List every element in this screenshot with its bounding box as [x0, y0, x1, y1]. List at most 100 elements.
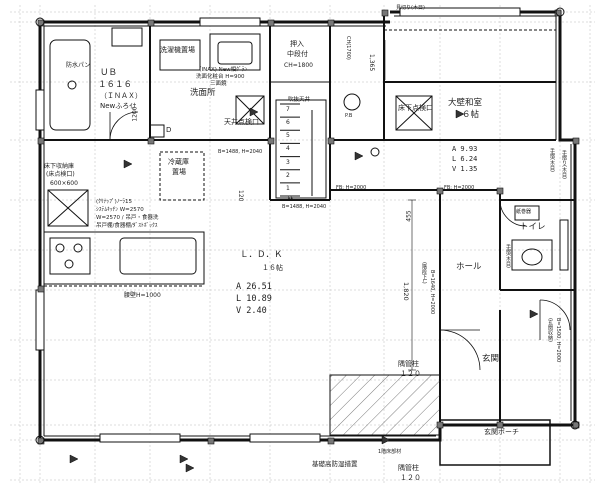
- kitchen-spec1: (ｸﾘﾅｯﾌﾟ)ﾉｰﾗ15: [96, 199, 133, 205]
- dim-1365: 1,365: [368, 54, 375, 72]
- ub-maker-label: 防水パン: [66, 62, 91, 69]
- fridge-space: [159, 151, 205, 201]
- stair-top: 吹抜天井: [288, 97, 311, 103]
- oshiire-line1: 押入: [290, 40, 304, 48]
- ub-size: １６１６: [98, 80, 133, 90]
- stair-dim: B=1488, H=2040: [282, 204, 327, 210]
- kitchen-floor-hatch-sub: (床点検口): [46, 171, 75, 178]
- kitchen-spec2: ｼｽﾃﾑｷｯﾁﾝ W=2570: [96, 207, 144, 213]
- washitsu-floor-hatch: 床下点検口: [398, 104, 433, 112]
- stair-step-number: 2: [286, 171, 290, 179]
- kitchen-spec4: 吊戸棚/食器棚/ﾀﾞｽﾄﾎﾞｯｸｽ: [96, 223, 158, 229]
- electrical-outlet-icon: [455, 109, 465, 119]
- foundation-label: 基礎高防湿措置: [312, 460, 358, 468]
- ub-name: ＵＢ: [100, 68, 118, 78]
- kitchen-counter: [43, 189, 205, 287]
- stair-step-number: 7: [286, 106, 290, 113]
- washitsu-length: L 6.24: [452, 155, 478, 163]
- ldk-size: １６帖: [262, 264, 283, 272]
- toilet-spec: 手摺(木目): [505, 244, 511, 268]
- washroom-fixtures: [149, 33, 261, 138]
- pillar-top: 見切り(木目): [396, 5, 425, 11]
- ldk-name: Ｌ．Ｄ．Ｋ: [240, 250, 283, 260]
- electrical-outlet-icon: [249, 107, 259, 117]
- stair-step-number: 3: [286, 158, 290, 166]
- electrical-outlet-icon: [69, 454, 79, 464]
- dim-ch: CH(1700): [345, 36, 351, 60]
- columns: [37, 9, 580, 445]
- column-label-1-size: １２０: [400, 370, 421, 378]
- kitchen-wall: 腰壁H=1000: [124, 292, 161, 299]
- entrance-box: (玄関収納): [547, 318, 553, 342]
- fridge-line1: 冷蔵庫: [168, 158, 189, 166]
- stair-step-number: 6: [286, 119, 290, 127]
- washitsu-name: 大壁和室: [448, 98, 483, 108]
- beam2: FB: H=2000: [444, 185, 475, 191]
- ceiling-dim: B=1488, H=2040: [218, 149, 263, 155]
- electrical-symbols: [69, 107, 539, 473]
- kitchen-floor-hatch-size: 600×600: [50, 180, 78, 187]
- column-label-1: 隅管柱: [398, 360, 419, 368]
- electrical-outlet-icon: [529, 309, 539, 319]
- hall-spec: (階段下L): [421, 262, 427, 284]
- stair-step-number: 4: [286, 145, 290, 153]
- doors: [109, 111, 571, 371]
- unit-bath: [49, 27, 143, 131]
- kitchen-floor-hatch: 床下収納庫: [44, 163, 75, 170]
- dim-120: 120: [237, 190, 244, 202]
- dimension-lines: [384, 40, 416, 371]
- washitsu-details: [270, 29, 556, 157]
- ldk-area: A 26.51: [236, 282, 272, 292]
- fridge-line2: 置場: [172, 168, 186, 176]
- washroom-name: 洗面所: [190, 88, 216, 98]
- washing-machine-label: 洗濯機置場: [160, 46, 195, 54]
- stair-step-number: 5: [286, 132, 290, 140]
- washitsu-area: A 9.93: [452, 145, 478, 153]
- vanity-line2: 洗面化粧台 H=900: [196, 74, 245, 80]
- pb-label: P.B: [345, 113, 353, 119]
- column-label-2: 隅管柱: [398, 464, 419, 472]
- entrance-porch-label: 玄関ポーチ: [484, 428, 519, 436]
- ldk-volume: V 2.40: [236, 306, 267, 316]
- handrail2-label: 手摺り(木目): [561, 150, 567, 179]
- beam1: FB: H=2000: [336, 185, 367, 191]
- attic-hatch-label: 天井点検口: [224, 118, 259, 126]
- hatch-d: D: [166, 126, 172, 134]
- vanity-line3: 三面鏡: [210, 81, 227, 87]
- staircase: [275, 99, 327, 199]
- entrance-porch: [329, 374, 551, 466]
- electrical-outlet-icon: [179, 454, 189, 464]
- windows: [35, 7, 569, 443]
- toilet-fixtures: [511, 205, 553, 271]
- stair-step-number: 1: [286, 184, 290, 192]
- dim-1200: 1200: [131, 106, 139, 122]
- washitsu-size: ６帖: [462, 110, 480, 120]
- electrical-outlet-icon: [354, 151, 364, 161]
- ldk-length: L 10.89: [236, 294, 272, 304]
- ub-model: Newふろｲﾅ: [100, 102, 137, 110]
- ub-maker: （ＩＮＡＸ）: [100, 92, 142, 100]
- electrical-outlet-icon: [123, 159, 133, 169]
- kitchen-spec3: W=2570 / 吊戸・食器洗: [96, 215, 159, 221]
- dim-455: 455: [405, 210, 413, 222]
- hall-spec2: B=1640, H=2000: [429, 270, 435, 315]
- oshiire-line2: 中段付: [287, 50, 308, 58]
- toilet-box: 紙巻器: [516, 209, 532, 215]
- entrance-spec: B=1500, H=2000: [555, 318, 561, 363]
- foundation-sub: 1階床部材: [378, 449, 402, 455]
- column-label-2-size: １２０: [400, 474, 421, 482]
- entrance-name: 玄関: [482, 354, 500, 364]
- partitions: [44, 16, 575, 425]
- washitsu-volume: V 1.35: [452, 165, 478, 173]
- electrical-outlet-icon: [381, 435, 391, 445]
- toilet-name: トイレ: [520, 222, 546, 232]
- oshiire-ch: CH=1800: [284, 62, 313, 69]
- handrail-label: 手摺(木目): [549, 148, 555, 172]
- vanity-line1: （INAX) New相ｸﾞﾗﾝ: [196, 67, 248, 73]
- dim-1820: 1,820: [402, 282, 410, 301]
- round-columns: [35, 7, 580, 445]
- ss-label: ss: [288, 195, 294, 201]
- hall-name: ホール: [456, 262, 482, 272]
- electrical-outlet-icon: [185, 463, 195, 473]
